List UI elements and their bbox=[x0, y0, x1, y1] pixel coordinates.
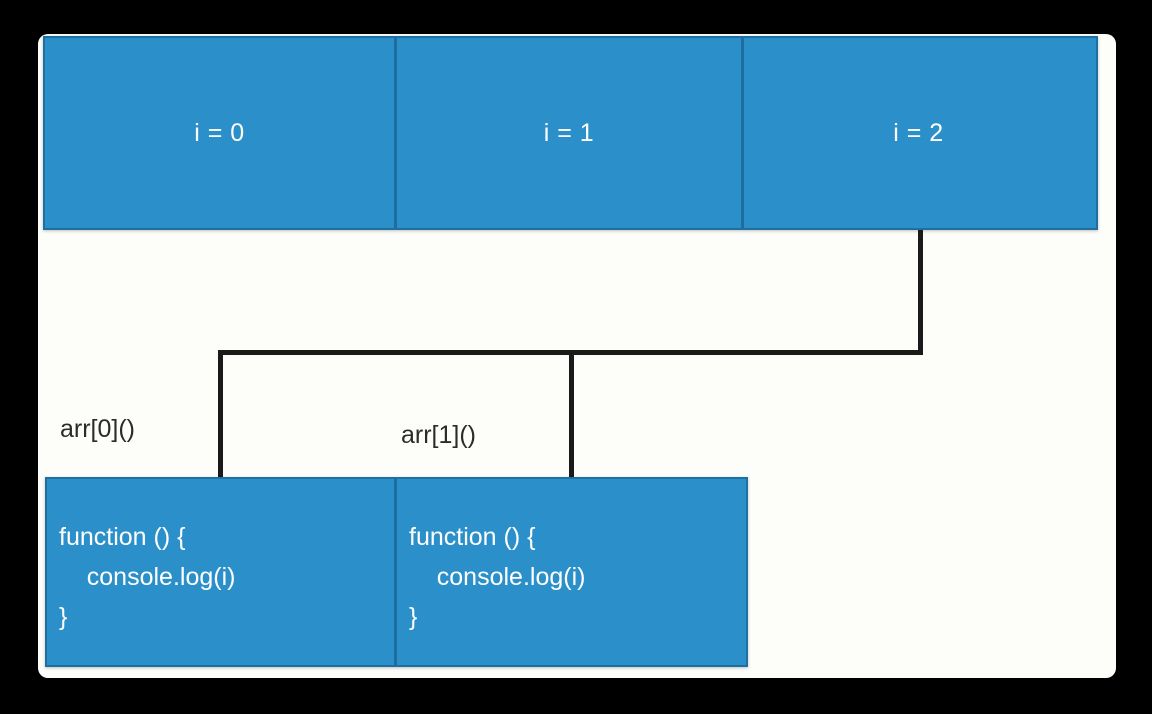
closure-1-code-line-0: function () { bbox=[409, 523, 536, 551]
closure-box-0[interactable]: function () { console.log(i) } bbox=[47, 479, 394, 665]
iteration-label-1: i = 1 bbox=[543, 118, 595, 147]
closure-0-code-line-2: } bbox=[59, 603, 68, 631]
iteration-cell-2[interactable]: i = 2 bbox=[744, 38, 1093, 228]
closure-1-code-line-2: } bbox=[409, 603, 418, 631]
connector-drop-to-closure-1 bbox=[569, 350, 574, 478]
iteration-cell-1[interactable]: i = 1 bbox=[394, 38, 744, 228]
closure-1-code-line-1: console.log(i) bbox=[409, 563, 586, 591]
loop-iteration-row: i = 0 i = 1 i = 2 bbox=[43, 36, 1098, 230]
iteration-label-0: i = 0 bbox=[194, 118, 245, 147]
call-label-arr0: arr[0]() bbox=[60, 415, 135, 443]
iteration-label-2: i = 2 bbox=[893, 118, 944, 147]
closure-box-1[interactable]: function () { console.log(i) } bbox=[394, 479, 746, 665]
connector-trunk-vertical bbox=[918, 230, 923, 351]
closure-function-row: function () { console.log(i) } function … bbox=[45, 477, 748, 667]
iteration-cell-0[interactable]: i = 0 bbox=[45, 38, 394, 228]
call-label-arr1: arr[1]() bbox=[401, 421, 476, 449]
closure-0-code-line-0: function () { bbox=[59, 523, 186, 551]
closure-0-code-line-1: console.log(i) bbox=[59, 563, 236, 591]
connector-drop-to-closure-0 bbox=[218, 350, 223, 478]
diagram-surface: i = 0 i = 1 i = 2 arr[0]() arr[1]() func… bbox=[38, 34, 1116, 678]
